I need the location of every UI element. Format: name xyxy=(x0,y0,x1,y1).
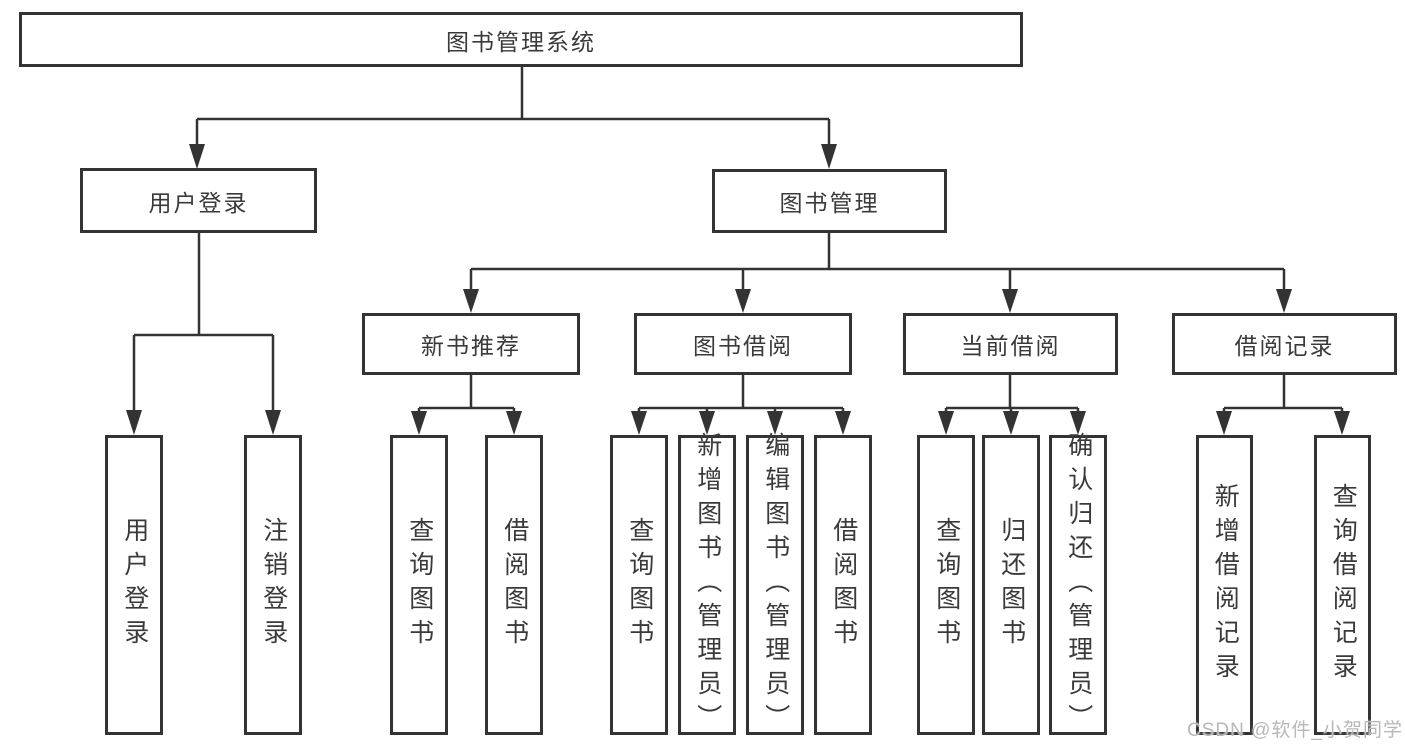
leaf-label: 用户登录 xyxy=(120,517,149,653)
connector-current-borrow xyxy=(944,375,1080,413)
leaf-records-add-record: 新增借阅记录 xyxy=(1196,435,1253,735)
leaf-label: 编辑图书（管理员） xyxy=(761,432,790,738)
leaf-records-query-record: 查询借阅记录 xyxy=(1314,435,1371,735)
node-new-book-recommend: 新书推荐 xyxy=(362,313,580,375)
leaf-logout: 注销登录 xyxy=(244,435,302,735)
leaf-label: 确认归还（管理员） xyxy=(1064,432,1093,738)
leaf-borrow-edit-books-admin: 编辑图书（管理员） xyxy=(746,432,804,738)
leaf-label: 归还图书 xyxy=(997,517,1026,653)
leaf-current-query-books: 查询图书 xyxy=(917,435,975,735)
leaf-label: 查询图书 xyxy=(932,517,961,653)
leaf-label: 查询图书 xyxy=(625,517,654,653)
node-book-management: 图书管理 xyxy=(712,169,947,233)
leaf-user-login: 用户登录 xyxy=(105,435,163,735)
node-borrowing-records: 借阅记录 xyxy=(1172,313,1397,375)
leaf-borrow-borrow-books: 借阅图书 xyxy=(814,435,872,735)
leaf-newbooks-borrow-books: 借阅图书 xyxy=(485,435,543,735)
leaf-label: 注销登录 xyxy=(259,517,288,653)
leaf-label: 查询借阅记录 xyxy=(1329,483,1358,687)
connector-borrow-records xyxy=(1222,375,1344,413)
leaf-label: 新增图书（管理员） xyxy=(693,432,722,738)
leaf-borrow-add-books-admin: 新增图书（管理员） xyxy=(678,432,736,738)
connector-book-management xyxy=(469,233,1286,291)
node-current-borrowing: 当前借阅 xyxy=(903,313,1118,375)
leaf-label: 借阅图书 xyxy=(500,517,529,653)
leaf-label: 借阅图书 xyxy=(829,517,858,653)
leaf-borrow-query-books: 查询图书 xyxy=(610,435,668,735)
node-library-system: 图书管理系统 xyxy=(19,12,1023,67)
leaf-current-return-books: 归还图书 xyxy=(982,435,1040,735)
connector-new-books xyxy=(417,375,516,413)
leaf-label: 新增借阅记录 xyxy=(1211,483,1240,687)
node-book-borrowing: 图书借阅 xyxy=(634,313,852,375)
connector-root xyxy=(195,67,831,147)
connector-book-borrow xyxy=(637,375,845,413)
leaf-newbooks-query-books: 查询图书 xyxy=(390,435,448,735)
node-user-login: 用户登录 xyxy=(80,168,317,233)
leaf-current-confirm-return-admin: 确认归还（管理员） xyxy=(1049,432,1107,738)
csdn-watermark: CSDN @软件_小贺同学 xyxy=(1187,720,1403,741)
leaf-label: 查询图书 xyxy=(405,517,434,653)
connector-user-login xyxy=(132,233,275,413)
